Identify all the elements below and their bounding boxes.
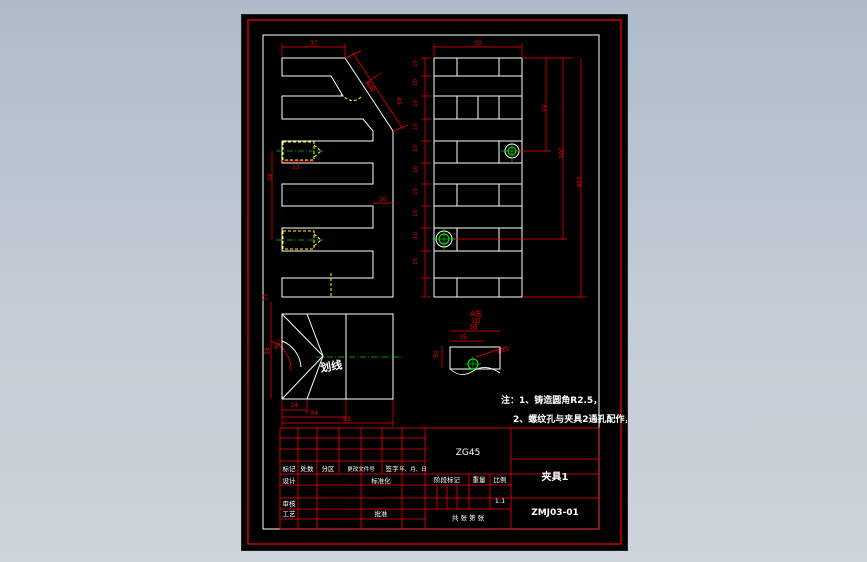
hidden-thread-holes	[282, 93, 362, 297]
dim-stack-3: 10	[413, 100, 419, 107]
dim-105: 105	[557, 147, 564, 159]
dim-top-37: 37	[310, 40, 318, 47]
dim-a-35: 35	[459, 334, 467, 341]
header-sign: 签字	[386, 464, 400, 473]
main-view-right	[433, 57, 523, 298]
ratio-label: 比例	[494, 475, 507, 484]
row-process: 工艺	[283, 510, 297, 518]
title-block-grid	[279, 427, 600, 530]
view-a-title: A向	[470, 309, 482, 318]
dim-angle-label: 45°	[273, 338, 284, 351]
header-change-doc: 更改文件号	[347, 465, 375, 473]
dim-a-30: 50	[433, 350, 440, 358]
title-block-text: ZG45 夹具1 ZMJ03-01 1:1 标记 处数 分区 更改文件号 签字 …	[283, 448, 579, 522]
dim-stack-5: 10	[413, 145, 419, 152]
dimension-texts: 37 50 45 13 10 33 105 128 30 11 38 14 34…	[262, 40, 582, 423]
dim-63: 63	[343, 416, 351, 423]
scribe-line-label: 划线	[319, 357, 343, 375]
main-view-left	[281, 57, 394, 298]
dim-hole-note: Ø10	[496, 345, 510, 356]
dim-stack-10: 15	[413, 258, 419, 265]
note-line-1: 注：1、铸造圆角R2.5，	[501, 394, 602, 406]
dim-11: 11	[262, 293, 269, 301]
weight-label: 重量	[473, 476, 487, 484]
header-date: 年、月、日	[399, 465, 427, 473]
dim-top-50: 50	[474, 40, 482, 47]
hole-marks-right	[432, 140, 523, 251]
dim-stack-texts: 10 10 10 10 10 10 10 10 10 15	[413, 60, 419, 265]
stage-mark: 阶段标记	[434, 475, 461, 484]
part-name-cell: 夹具1	[542, 470, 569, 483]
drawing-sheet: 37 50 45 13 10 33 105 128 30 11 38 14 34…	[241, 14, 634, 551]
note-line-2: 2、螺纹孔与夹具2通孔配作，	[513, 413, 627, 425]
dim-left-13: 13	[292, 164, 300, 171]
dim-stack-1: 10	[413, 60, 419, 67]
dim-stack-6: 10	[413, 166, 419, 173]
header-count: 处数	[301, 464, 315, 473]
dim-left-side: 30	[266, 173, 273, 181]
dim-14: 14	[290, 402, 298, 409]
view-a	[449, 346, 501, 375]
drawing-frame	[262, 34, 600, 530]
sheet-info: 共 张 第 张	[452, 513, 485, 522]
dim-mid-10: 10	[379, 196, 387, 203]
row-design: 设计	[283, 476, 297, 485]
dim-angle-45: 45	[395, 97, 402, 105]
dim-stack-2: 10	[413, 79, 419, 86]
scale-cell: 1:1	[495, 497, 505, 505]
outer-border	[247, 19, 622, 545]
dim-a-scale: 1:2	[471, 318, 481, 325]
material-cell: ZG45	[456, 448, 481, 458]
dim-34: 34	[310, 410, 318, 417]
dim-a-50: 30	[469, 324, 477, 331]
dim-stack-9: 10	[413, 232, 419, 239]
dim-33: 33	[540, 104, 547, 112]
row-standardization: 标准化	[371, 476, 391, 485]
dim-stack-4: 10	[413, 123, 419, 130]
dimension-lines	[270, 43, 587, 427]
dim-stack-7: 10	[413, 188, 419, 195]
drawing-no-cell: ZMJ03-01	[531, 508, 579, 518]
view-a-arrow-label: A向	[363, 79, 377, 94]
dim-stack-8: 10	[413, 210, 419, 217]
row-check: 审核	[283, 499, 297, 508]
dim-128: 128	[575, 176, 582, 188]
dim-38: 38	[264, 347, 271, 355]
header-zone: 分区	[322, 464, 336, 473]
drawing-canvas: 37 50 45 13 10 33 105 128 30 11 38 14 34…	[247, 19, 634, 545]
row-approve: 批准	[375, 509, 389, 518]
section-view	[281, 313, 394, 400]
center-lines-left	[276, 150, 323, 241]
header-mark: 标记	[283, 464, 297, 473]
